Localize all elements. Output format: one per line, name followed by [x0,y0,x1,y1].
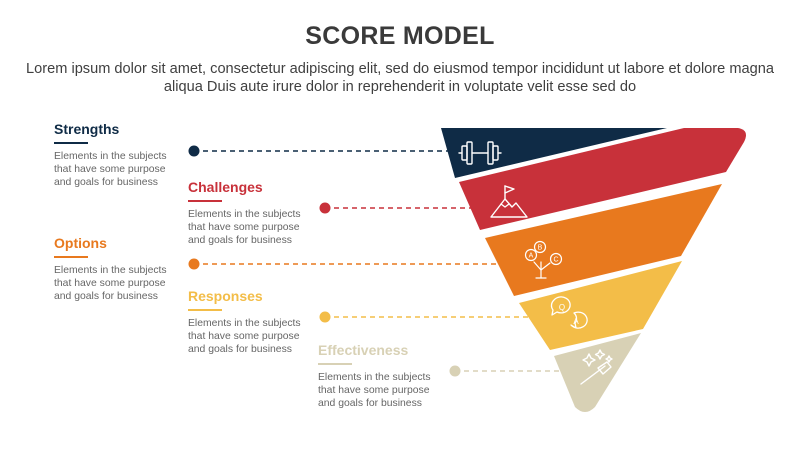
magic-wand-icon [580,349,613,385]
item-challenges: Challenges Elements in the subjects that… [188,179,338,247]
inverted-funnel [441,128,746,412]
item-description: Elements in the subjects that have some … [188,209,301,246]
svg-text:A: A [573,317,579,326]
item-label: Options [54,235,107,251]
qa-letters: Q A [559,303,579,326]
chat-bubbles-icon [550,296,588,329]
item-strengths: Strengths Elements in the subjects that … [54,121,204,189]
item-options: Options Elements in the subjects that ha… [54,235,204,303]
connector-dot [319,311,331,323]
funnel-segment-strengths [441,128,667,178]
item-label: Strengths [54,121,120,137]
funnel-segment-effectiveness [554,333,641,412]
connector-dot [319,202,331,214]
item-label: Effectiveness [318,342,409,358]
page-subtitle: Lorem ipsum dolor sit amet, consectetur … [26,61,774,95]
svg-text:B: B [538,245,543,252]
item-label: Challenges [188,179,263,195]
connector-dot [449,365,461,377]
funnel-segment-challenges [459,128,746,230]
funnel-segment-responses [519,261,682,350]
connector-lines [188,145,567,377]
svg-text:Q: Q [559,303,565,312]
svg-text:C: C [553,257,558,264]
label-underline [54,142,88,144]
item-responses: Responses Elements in the subjects that … [188,288,338,356]
svg-text:A: A [529,253,534,260]
item-description: Elements in the subjects that have some … [318,372,431,409]
item-label: Responses [188,288,263,304]
dumbbell-icon [458,141,502,165]
label-underline [318,363,352,365]
abc-choice-icon [524,240,563,279]
label-underline [188,309,222,311]
mountain-flag-icon [490,185,528,218]
item-description: Elements in the subjects that have some … [54,265,167,302]
abc-letters: B A C [529,245,559,264]
label-underline [188,200,222,202]
item-description: Elements in the subjects that have some … [54,151,167,188]
item-description: Elements in the subjects that have some … [188,318,301,355]
item-effectiveness: Effectiveness Elements in the subjects t… [318,342,468,410]
connector-dot [188,145,200,157]
label-underline [54,256,88,258]
connector-dot [188,258,200,270]
page-title: SCORE MODEL [305,22,495,50]
